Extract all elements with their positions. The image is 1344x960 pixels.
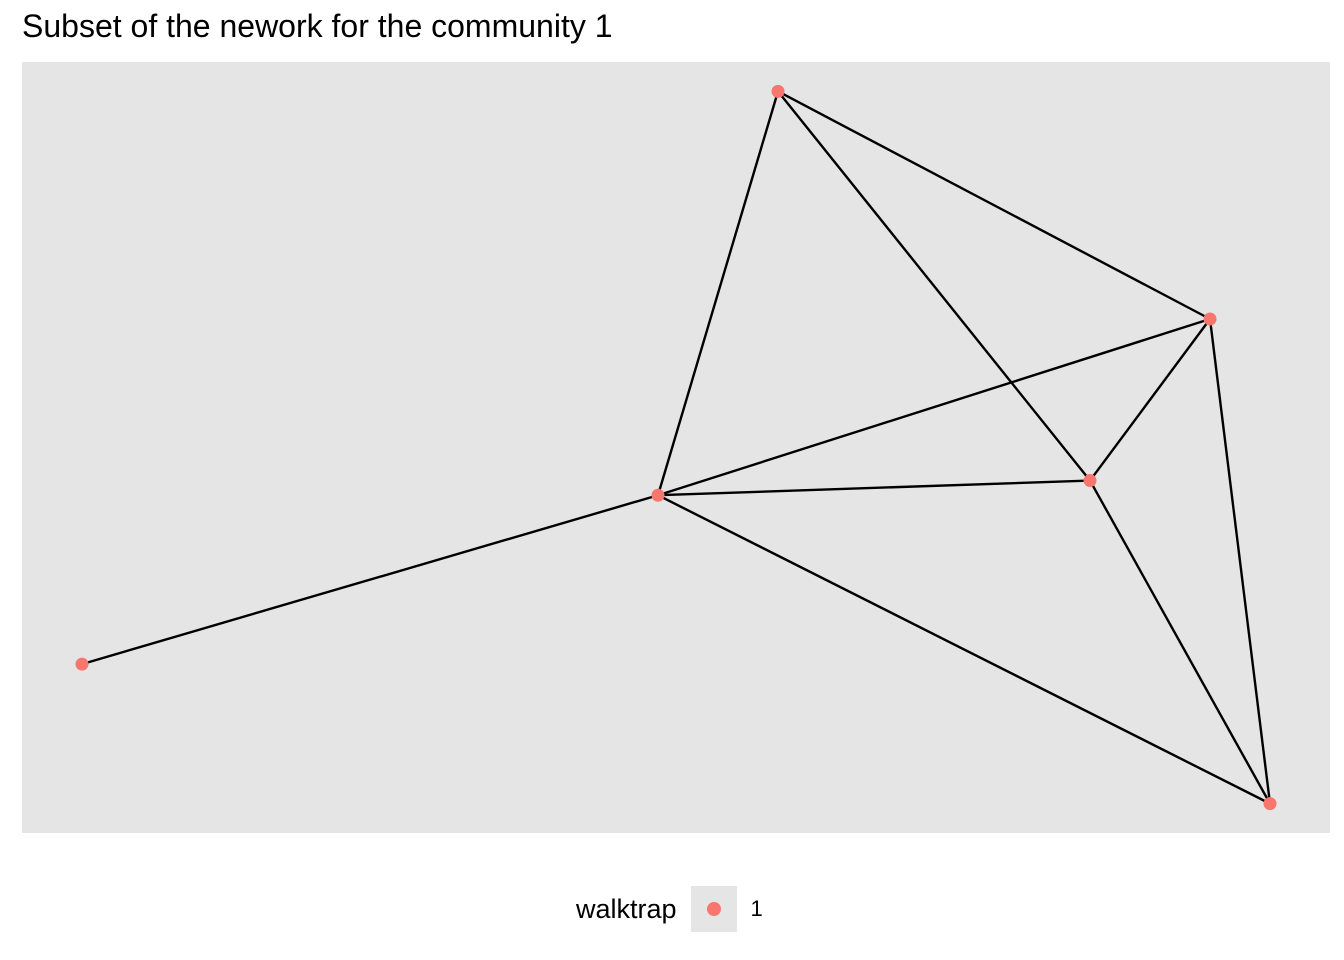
node-n4 xyxy=(1083,474,1097,488)
network-graph xyxy=(75,84,1277,811)
node-n1 xyxy=(75,657,89,671)
chart-title: Subset of the nework for the community 1 xyxy=(22,8,613,44)
edge-n5-n6 xyxy=(1208,318,1272,804)
edge-n4-n6 xyxy=(1088,479,1272,805)
edge-n1-n2 xyxy=(81,494,659,666)
legend: walktrap 1 xyxy=(576,885,763,933)
node-n3 xyxy=(771,84,785,98)
edge-n2-n4 xyxy=(657,479,1091,497)
node-n6 xyxy=(1263,797,1277,811)
legend-key xyxy=(690,886,737,932)
legend-label: 1 xyxy=(750,896,763,921)
edge-n3-n5 xyxy=(777,90,1211,321)
edge-n4-n5 xyxy=(1089,318,1211,482)
edge-n2-n3 xyxy=(656,91,780,496)
node-n2 xyxy=(651,488,665,502)
edge-n2-n5 xyxy=(657,317,1211,497)
edge-n3-n4 xyxy=(777,90,1091,482)
plot-panel xyxy=(22,62,1330,833)
legend-key-dot xyxy=(706,902,721,916)
legend-title: walktrap xyxy=(576,893,677,924)
node-n5 xyxy=(1203,312,1217,326)
edge-n2-n6 xyxy=(657,494,1271,805)
